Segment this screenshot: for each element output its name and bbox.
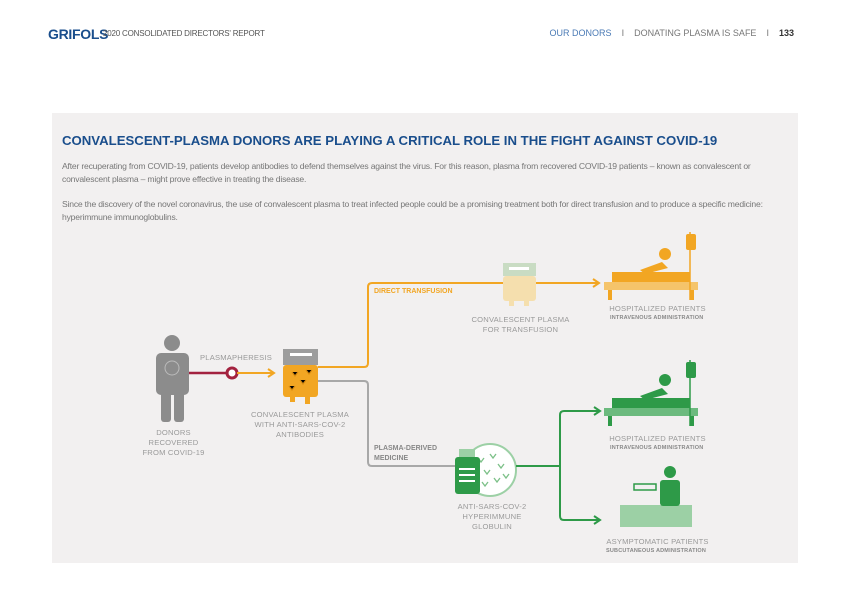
syringe-icon [633, 483, 657, 491]
hospitalized-sub-1: INTRAVENOUS ADMINISTRATION [610, 315, 704, 321]
breadcrumb-subsection[interactable]: DONATING PLASMA IS SAFE [634, 28, 757, 38]
plasmapheresis-label: PLASMAPHERESIS [200, 353, 273, 362]
breadcrumb-section[interactable]: OUR DONORS [549, 28, 612, 38]
plasma-bag-label: CONVALESCENT PLASMA WITH ANTI-SARS-COV-2… [250, 410, 350, 439]
asymptomatic-sub: SUBCUTANEOUS ADMINISTRATION [606, 548, 707, 554]
grifols-logo: GRIFOLS [48, 26, 109, 42]
distribution-path [559, 410, 600, 521]
hospitalized-label-2: HOSPITALIZED PATIENTS [609, 434, 706, 443]
arrow-icon [592, 278, 601, 288]
asymptomatic-patient-icon [620, 466, 692, 527]
transfusion-bag-icon [503, 263, 536, 306]
plasma-bag-icon [283, 349, 318, 404]
direct-transfusion-label: DIRECT TRANSFUSION [374, 288, 453, 295]
vial-icon [455, 449, 480, 494]
page-number: 133 [778, 28, 794, 38]
hospitalized-sub-2: INTRAVENOUS ADMINISTRATION [610, 445, 704, 451]
paragraph-2: Since the discovery of the novel coronav… [62, 199, 763, 222]
plasma-derived-path [318, 380, 456, 467]
paragraph-1: After recuperating from COVID-19, patien… [62, 161, 751, 184]
box-title: CONVALESCENT-PLASMA DONORS ARE PLAYING A… [62, 133, 718, 148]
transfusion-bag-label: CONVALESCENT PLASMA FOR TRANSFUSION [471, 315, 570, 334]
report-title: 2020 CONSOLIDATED DIRECTORS' REPORT [103, 29, 265, 38]
separator: I [621, 28, 625, 38]
donor-person-icon [156, 335, 189, 422]
direct-transfusion-path [318, 282, 598, 368]
plasma-derived-label: PLASMA-DERIVED MEDICINE [374, 445, 438, 462]
breadcrumb: OUR DONORS I DONATING PLASMA IS SAFE I 1… [550, 28, 794, 38]
separator: I [766, 28, 769, 38]
plasmapheresis-node [225, 366, 239, 380]
hospital-bed-icon-orange [604, 232, 698, 300]
hospitalized-label-1: HOSPITALIZED PATIENTS [609, 304, 706, 313]
arrow-icon [267, 368, 276, 378]
arrow-icon [593, 406, 602, 525]
donors-label: DONORS RECOVERED FROM COVID-19 [142, 428, 205, 457]
hospital-bed-icon-green [604, 360, 698, 426]
asymptomatic-label: ASYMPTOMATIC PATIENTS [606, 537, 709, 546]
globulin-label: ANTI-SARS-COV-2 HYPERIMMUNE GLOBULIN [457, 502, 527, 531]
